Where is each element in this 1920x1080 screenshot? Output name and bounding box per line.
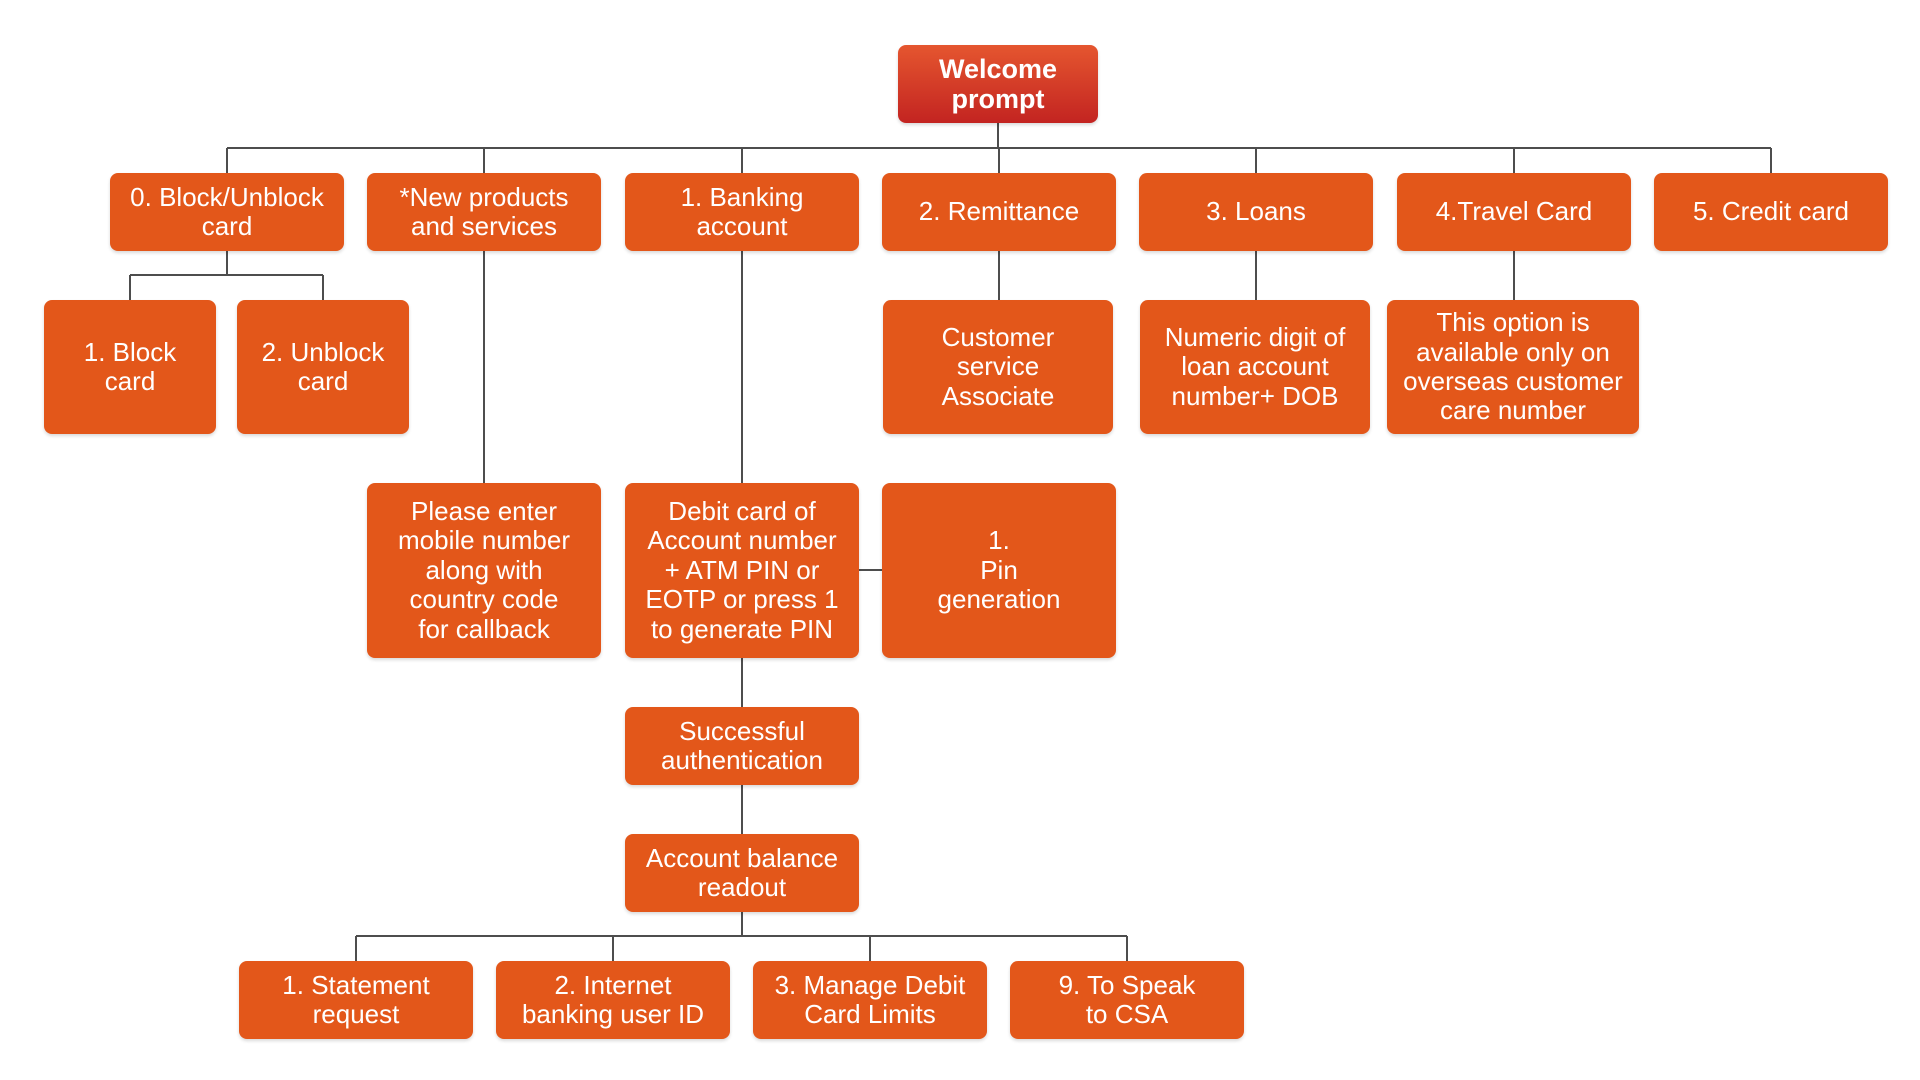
manage-debit-card-limits-node: 3. Manage Debit Card Limits bbox=[753, 961, 987, 1039]
loan-account-digits-node: Numeric digit of loan account number+ DO… bbox=[1140, 300, 1370, 434]
travel-card-node: 4.Travel Card bbox=[1397, 173, 1631, 251]
pin-generation-node: 1. Pin generation bbox=[882, 483, 1116, 658]
travel-card-note-node: This option is available only on oversea… bbox=[1387, 300, 1639, 434]
successful-authentication-node: Successful authentication bbox=[625, 707, 859, 785]
unblock-card-node: 2. Unblock card bbox=[237, 300, 409, 434]
debit-card-auth-node: Debit card of Account number + ATM PIN o… bbox=[625, 483, 859, 658]
credit-card-node: 5. Credit card bbox=[1654, 173, 1888, 251]
internet-banking-user-id-node: 2. Internet banking user ID bbox=[496, 961, 730, 1039]
new-products-node: *New products and services bbox=[367, 173, 601, 251]
account-balance-readout-node: Account balance readout bbox=[625, 834, 859, 912]
speak-to-csa-node: 9. To Speak to CSA bbox=[1010, 961, 1244, 1039]
loans-node: 3. Loans bbox=[1139, 173, 1373, 251]
block-unblock-card-node: 0. Block/Unblock card bbox=[110, 173, 344, 251]
welcome-prompt-node: Welcome prompt bbox=[898, 45, 1098, 123]
callback-number-node: Please enter mobile number along with co… bbox=[367, 483, 601, 658]
customer-service-associate-node: Customer service Associate bbox=[883, 300, 1113, 434]
remittance-node: 2. Remittance bbox=[882, 173, 1116, 251]
banking-account-node: 1. Banking account bbox=[625, 173, 859, 251]
statement-request-node: 1. Statement request bbox=[239, 961, 473, 1039]
block-card-node: 1. Block card bbox=[44, 300, 216, 434]
